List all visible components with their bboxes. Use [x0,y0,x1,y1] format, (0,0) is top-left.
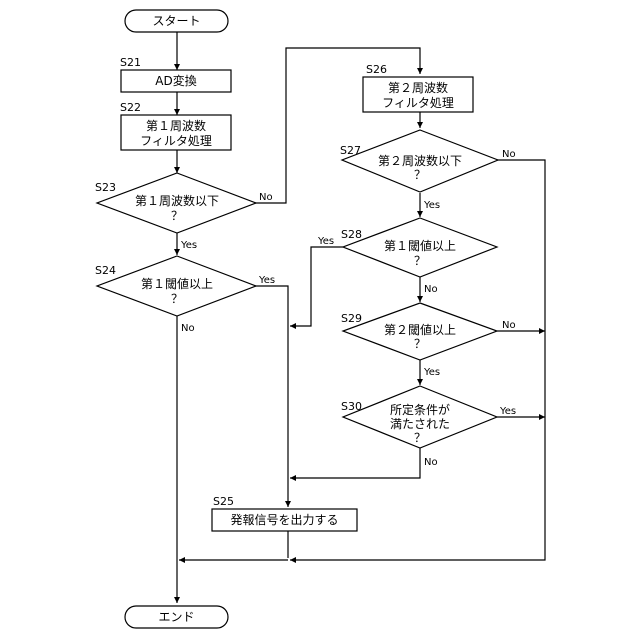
decision-s27-line-2: ？ [414,168,426,182]
step-label-s29: S29 [341,312,362,325]
process-s25-line-1: 発報信号を出力する [230,513,338,527]
process-s26-line-2: フィルタ処理 [382,96,454,110]
decision-s30-line-3: ？ [414,431,426,445]
decision-s24: S24 第１閾値以上 ？ [95,256,256,316]
decision-s23-line-2: ？ [171,209,183,223]
process-s22-line-2: フィルタ処理 [140,134,212,148]
decision-s23: S23 第１周波数以下 ？ [95,173,256,233]
step-label-s27: S27 [340,144,361,157]
edge-label-s30-no: No [424,457,438,468]
step-label-s23: S23 [95,181,116,194]
step-label-s21: S21 [120,56,141,69]
process-s26: S26 第２周波数 フィルタ処理 [363,63,473,112]
step-label-s26: S26 [366,63,387,76]
edge-label-s23-no: No [259,192,273,203]
edge-label-s24-yes: Yes [258,275,275,286]
edge-label-s24-no: No [181,323,195,334]
process-s22-line-1: 第１周波数 [146,118,206,133]
decision-s28-line-1: 第１閾値以上 [384,238,456,253]
step-label-s30: S30 [341,400,362,413]
end-terminal: エンド [125,606,228,628]
decision-s24-line-2: ？ [171,292,183,306]
decision-s30-line-1: 所定条件が [390,402,450,417]
process-s21: S21 AD変換 [120,56,231,92]
edge-label-s23-yes: Yes [180,240,197,251]
end-label: エンド [158,610,194,624]
decision-s23-line-1: 第１周波数以下 [135,193,219,208]
decision-s24-line-1: 第１閾値以上 [141,276,213,291]
edge-label-s30-yes: Yes [499,406,516,417]
decision-s28-line-2: ？ [414,254,426,268]
step-label-s25: S25 [213,495,234,508]
edge-label-s27-no: No [502,149,516,160]
process-s26-line-1: 第２周波数 [388,80,448,95]
edge-s30-s25-no [290,448,420,478]
decision-s27: S27 第２周波数以下 ？ [340,130,498,192]
edge-s24-s25-yes [255,286,288,507]
step-label-s22: S22 [120,101,141,114]
edge-label-s28-yes: Yes [317,236,334,247]
edge-s28-s25-yes [290,247,343,326]
process-s25: S25 発報信号を出力する [212,495,357,531]
decision-s27-line-1: 第２周波数以下 [378,153,462,168]
process-s22: S22 第１周波数 フィルタ処理 [120,101,231,150]
step-label-s28: S28 [341,228,362,241]
decision-s29: S29 第２閾値以上 ？ [341,303,497,360]
decision-s28: S28 第１閾値以上 ？ [341,218,497,277]
edge-label-s27-yes: Yes [423,200,440,211]
start-label: スタート [152,14,200,28]
decision-s29-line-1: 第２閾値以上 [384,322,456,337]
decision-s30: S30 所定条件が 満たされた ？ [341,386,497,448]
edge-label-s28-no: No [424,284,438,295]
process-s21-line-1: AD変換 [155,73,196,88]
decision-s30-line-2: 満たされた [390,417,450,431]
step-label-s24: S24 [95,264,116,277]
decision-s29-line-2: ？ [414,337,426,351]
start-terminal: スタート [125,10,228,32]
edge-label-s29-yes: Yes [423,367,440,378]
edge-label-s29-no: No [502,320,516,331]
